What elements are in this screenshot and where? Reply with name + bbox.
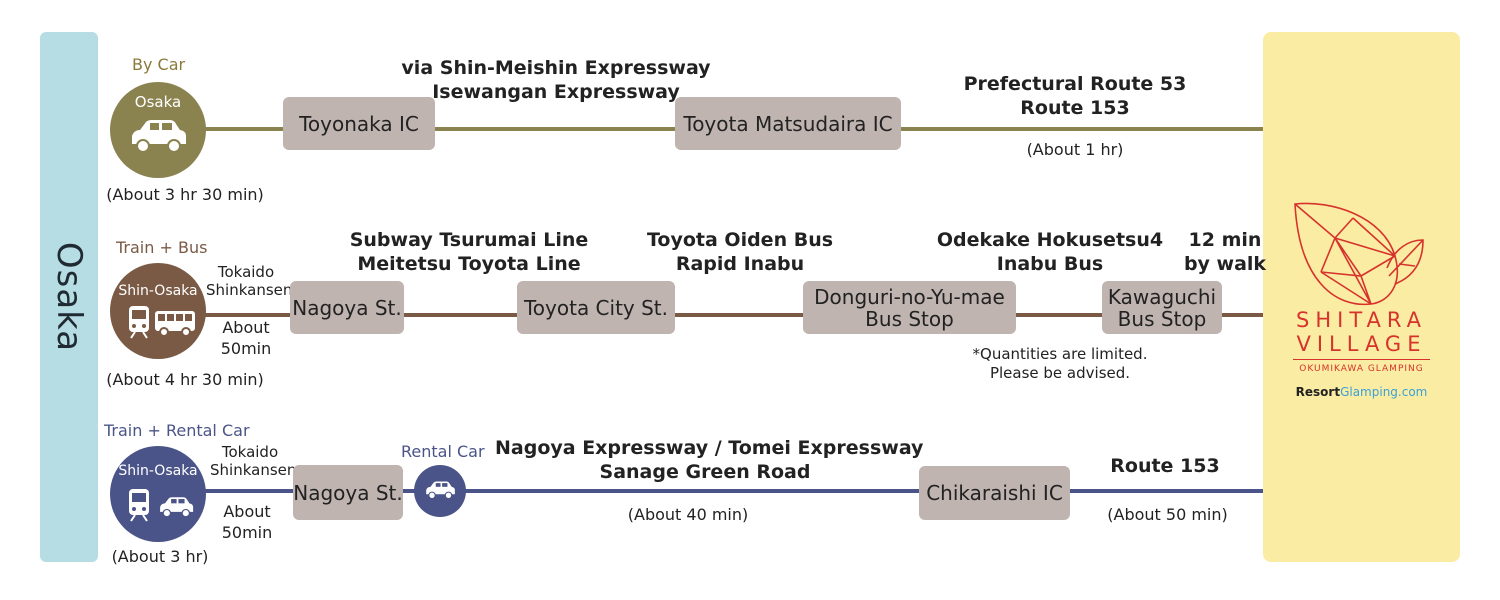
train-bus-stop-donguri: Donguri-no-Yu-mae Bus Stop [803, 281, 1016, 334]
rental-rail-time1: About [223, 502, 271, 521]
destination-panel: SHITARA VILLAGE OKUMIKAWA GLAMPING Resor… [1263, 32, 1460, 562]
car-origin-label: Osaka [134, 93, 182, 111]
train-bus-walk1: 12 min [1188, 229, 1262, 251]
train-bus-line-c2: Inabu Bus [996, 253, 1104, 275]
car-icon [160, 497, 194, 518]
train-bus-stop2-label: Toyota City St. [523, 295, 669, 320]
train-bus-stop4-line2: Bus Stop [1117, 306, 1207, 331]
car-stop2-label: Toyota Matsudaira IC [683, 111, 893, 136]
car-stop1-label: Toyonaka IC [299, 111, 419, 136]
train-bus-route-line [205, 313, 1263, 317]
train-bus-note1: *Quantities are limited. [972, 345, 1148, 363]
train-bus-stop1-label: Nagoya St. [292, 295, 402, 320]
rental-stop-nagoya: Nagoya St. [293, 465, 403, 520]
train-bus-line-c1: Odekake Hokusetsu4 [936, 229, 1164, 251]
train-bus-stop4-line1: Kawaguchi [1107, 284, 1217, 309]
train-bus-stop3-line1: Donguri-no-Yu-mae [814, 284, 1005, 309]
train-bus-rail-time1: About [222, 318, 270, 337]
car-stop-toyonaka-ic: Toyonaka IC [283, 97, 435, 150]
origin-bar: Osaka [40, 32, 98, 562]
car-stop-toyota-matsudaira-ic: Toyota Matsudaira IC [675, 97, 901, 150]
logo-line2: VILLAGE [1296, 332, 1427, 356]
rental-car-label: Rental Car [401, 442, 485, 461]
rental-route-line [205, 489, 1263, 493]
rental-last-road: Route 153 [1110, 455, 1220, 477]
train-bus-rail-line2: Shinkansen [206, 281, 293, 299]
train-bus-route-title: Train + Bus [116, 238, 208, 257]
train-bus-line-a1: Subway Tsurumai Line [349, 229, 589, 251]
train-icon [129, 306, 149, 339]
train-bus-stop-nagoya: Nagoya St. [290, 281, 404, 334]
train-bus-line-a2: Meitetsu Toyota Line [357, 253, 581, 275]
car-road-line2: Route 153 [1020, 97, 1130, 119]
car-total-time: (About 3 hr 30 min) [106, 185, 264, 204]
logo-divider [1293, 359, 1430, 360]
leaf-logo-icon [1294, 202, 1424, 306]
origin-label: Osaka [49, 241, 89, 353]
rental-rail-time2: 50min [221, 523, 273, 542]
rental-stop1-label: Nagoya St. [293, 480, 403, 505]
train-bus-stop3-line2: Bus Stop [865, 306, 954, 331]
rental-last-time: (About 50 min) [1107, 505, 1228, 524]
car-last-time: (About 1 hr) [1026, 140, 1124, 159]
rental-road-line2: Sanage Green Road [599, 461, 811, 483]
car-icon [426, 481, 455, 500]
rental-rail-line1: Tokaido [221, 443, 279, 461]
website-label: ResortGlamping.com [1263, 385, 1460, 399]
car-origin-circle: Osaka [110, 82, 206, 178]
rental-stop-chikaraishi-ic: Chikaraishi IC [919, 466, 1070, 520]
rental-origin-label: Shin-Osaka [118, 463, 198, 479]
rental-stop2-label: Chikaraishi IC [926, 481, 1063, 505]
rental-rail-line2: Shinkansen [210, 461, 297, 479]
train-bus-stop-toyota-city: Toyota City St. [517, 281, 675, 334]
train-bus-total-time: (About 4 hr 30 min) [106, 370, 264, 389]
train-icon [129, 489, 149, 522]
bus-icon [155, 311, 195, 337]
rental-mid-time: (About 40 min) [627, 505, 749, 524]
rental-total-time: (About 3 hr) [111, 547, 209, 566]
website-part2: Glamping.com [1340, 385, 1428, 399]
car-via-line1: via Shin-Meishin Expressway [401, 57, 711, 79]
car-road-line1: Prefectural Route 53 [963, 73, 1187, 95]
train-bus-rail-line1: Tokaido [217, 263, 275, 281]
train-bus-rail-time2: 50min [220, 339, 272, 358]
train-bus-line-b2: Rapid Inabu [675, 253, 805, 275]
logo-subtitle: OKUMIKAWA GLAMPING [1299, 364, 1424, 374]
train-bus-stop-kawaguchi: Kawaguchi Bus Stop [1102, 281, 1222, 334]
car-icon [132, 120, 186, 153]
train-bus-origin-label: Shin-Osaka [118, 283, 198, 299]
rental-road-line1: Nagoya Expressway / Tomei Expressway [495, 437, 924, 459]
car-via-line2: Isewangan Expressway [432, 81, 680, 103]
train-bus-walk2: by walk [1183, 253, 1267, 275]
car-route-title: By Car [132, 55, 186, 74]
train-bus-origin-circle: Shin-Osaka [110, 263, 206, 359]
rental-car-circle [414, 465, 466, 517]
train-bus-line-b1: Toyota Oiden Bus [646, 229, 834, 251]
rental-route-title: Train + Rental Car [104, 421, 250, 440]
website-part1: Resort [1295, 385, 1341, 399]
train-bus-note2: Please be advised. [989, 364, 1131, 382]
rental-origin-circle: Shin-Osaka [110, 446, 206, 542]
logo-line1: SHITARA [1296, 308, 1427, 332]
